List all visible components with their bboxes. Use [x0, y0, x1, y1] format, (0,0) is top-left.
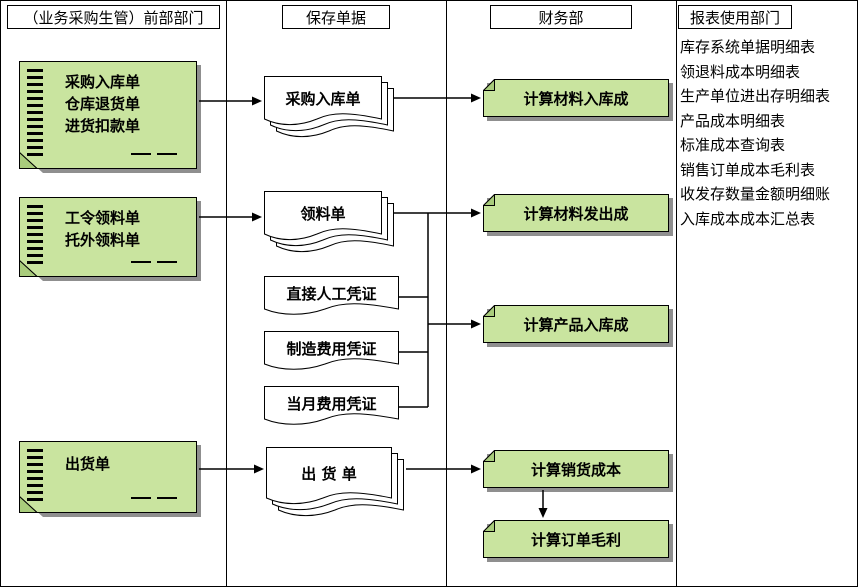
process-box-shape [483, 520, 673, 562]
process-box-calc-product-inbound-cost: 计算产品入库成 [483, 305, 675, 349]
connector-vouchers-collector [399, 213, 429, 408]
process-box-shape [483, 305, 673, 347]
bound-document-purchase-receipts: 采购入库单 仓库退货单 进货扣款单 [19, 61, 203, 175]
process-box-calc-material-inbound-cost: 计算材料入库成 [483, 79, 675, 123]
doc-line: 进货扣款单 [65, 117, 141, 135]
bound-document-shape [19, 61, 201, 173]
lane-header-saved-docs: 保存单据 [282, 5, 390, 29]
voucher-label: 当月费用凭证 [286, 394, 377, 413]
voucher-label: 直接人工凭证 [286, 284, 377, 303]
signature-line [131, 497, 151, 499]
bound-document-shipment: 出货单 [19, 441, 203, 519]
arrow-shipment-to-sales-cost [406, 464, 481, 474]
arrow-purchase-to-material-inbound [394, 93, 481, 103]
document-shape [264, 386, 399, 425]
arrow-shipment-to-saved [199, 464, 264, 474]
process-box-calc-order-profit: 计算订单毛利 [483, 520, 675, 564]
voucher-label: 制造费用凭证 [286, 339, 377, 358]
arrow-vouchers-to-product-inbound [428, 319, 481, 329]
document-manufacturing-expense-voucher: 制造费用凭证 [264, 331, 401, 375]
lane-header-finance: 财务部 [490, 5, 632, 29]
lane-header-front-dept: （业务采购生管）前部部门 [7, 5, 220, 29]
process-label: 计算销货成本 [530, 460, 621, 479]
lane-header-report-users: 报表使用部门 [678, 5, 792, 29]
document-text: 工令领料单 托外领料单 [65, 207, 140, 251]
arrow-requisition-to-saved [199, 212, 262, 222]
doc-line: 仓库退货单 [65, 95, 141, 113]
stack-label: 采购入库单 [285, 89, 361, 108]
stacked-documents-shipment: 出 货 单 [266, 447, 406, 521]
arrow-purchase-to-saved [199, 96, 262, 106]
signature-line [131, 153, 151, 155]
doc-line: 出货单 [65, 455, 111, 473]
report-item: 标准成本查询表 [680, 136, 786, 154]
bound-document-shape [19, 197, 201, 281]
arrow-sales-cost-to-order-profit [538, 490, 548, 518]
report-item: 领退料成本明细表 [680, 62, 801, 81]
report-item: 库存系统单据明细表 [680, 38, 816, 56]
document-text: 出货单 [65, 453, 110, 475]
report-item: 入库成本成本汇总表 [680, 209, 816, 228]
document-text: 采购入库单 仓库退货单 进货扣款单 [65, 71, 140, 137]
bound-document-requisitions: 工令领料单 托外领料单 [19, 197, 203, 283]
process-box-shape [483, 450, 673, 492]
signature-line [157, 497, 177, 499]
lane-divider [226, 1, 227, 586]
process-label: 计算订单毛利 [530, 530, 621, 549]
signature-line [157, 153, 177, 155]
report-item: 销售订单成本毛利表 [680, 160, 816, 179]
doc-line: 采购入库单 [65, 73, 141, 91]
multi-document-shape [264, 76, 394, 138]
process-box-calc-sales-cost: 计算销货成本 [483, 450, 675, 494]
report-item: 收发存数量金额明细账 [680, 185, 831, 203]
stack-label: 出 货 单 [301, 464, 357, 483]
lane-divider [446, 1, 447, 586]
report-item: 生产单位进出存明细表 [680, 87, 831, 105]
document-shape [264, 276, 399, 315]
report-item: 产品成本明细表 [680, 111, 786, 130]
lane-divider [676, 1, 677, 586]
signature-line [157, 261, 177, 263]
report-list: 库存系统单据明细表 领退料成本明细表 生产单位进出存明细表 产品成本明细表 标准… [680, 35, 830, 231]
signature-line [131, 261, 151, 263]
doc-line: 工令领料单 [65, 209, 141, 227]
process-box-shape [483, 79, 673, 121]
document-monthly-expense-voucher: 当月费用凭证 [264, 386, 401, 430]
process-box-calc-material-issue-cost: 计算材料发出成 [483, 194, 675, 238]
multi-document-shape [264, 191, 394, 253]
stack-label: 领料单 [300, 204, 346, 223]
process-label: 计算材料入库成 [523, 89, 629, 108]
bound-document-shape [19, 441, 201, 517]
arrow-requisition-to-material-issue [394, 208, 481, 218]
binding-coil-icon [27, 69, 43, 157]
document-direct-labor-voucher: 直接人工凭证 [264, 276, 401, 320]
multi-document-shape [266, 447, 404, 517]
document-shape [264, 331, 399, 370]
process-box-shape [483, 194, 673, 236]
stacked-documents-purchase-receipt: 采购入库单 [264, 76, 396, 142]
doc-line: 托外领料单 [65, 231, 141, 249]
binding-coil-icon [27, 449, 43, 503]
process-label: 计算材料发出成 [523, 204, 629, 223]
binding-coil-icon [27, 205, 43, 267]
stacked-documents-requisition: 领料单 [264, 191, 396, 257]
process-label: 计算产品入库成 [523, 315, 629, 334]
